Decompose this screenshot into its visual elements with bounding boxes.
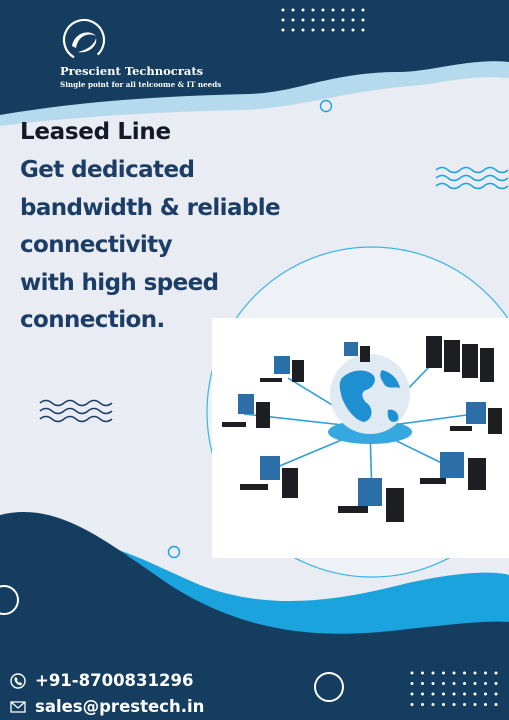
decor-dot (494, 692, 498, 696)
decor-dot (331, 8, 335, 12)
decor-dot (431, 703, 435, 706)
decor-dot (311, 18, 315, 22)
decor-dot (484, 692, 487, 696)
decor-dot (442, 671, 445, 675)
decor-dot (463, 671, 466, 675)
envelope-icon (10, 699, 26, 715)
top-navy-band (0, 0, 509, 115)
body-text: Get dedicated bandwidth & reliable conne… (20, 152, 281, 340)
decor-dot (484, 682, 487, 685)
decor-dot (431, 671, 435, 675)
email-address: sales@prestech.in (35, 697, 205, 716)
decor-dot (281, 28, 285, 32)
body-line: connectivity (20, 232, 173, 258)
decor-dot (484, 671, 487, 675)
decor-dot (321, 18, 325, 22)
decor-dot (351, 8, 355, 12)
decor-dot (431, 682, 435, 685)
decor-dot (410, 671, 414, 675)
small-circle-top (319, 99, 333, 113)
bottom-navy-band (0, 512, 509, 720)
dot-grid-bottom (410, 671, 498, 706)
decor-dot (410, 692, 414, 696)
decor-dot (321, 8, 325, 12)
decor-dot (463, 692, 466, 696)
decor-dot (494, 682, 498, 685)
network-illustration (212, 318, 509, 558)
decor-dot (463, 682, 466, 685)
decor-dot (463, 703, 466, 706)
decor-dot (452, 703, 456, 706)
decor-dot (473, 703, 477, 706)
wave-pattern-left (39, 399, 113, 423)
dot-grid-top (281, 8, 365, 32)
decor-dot (452, 682, 456, 685)
small-circle-mid (167, 545, 181, 559)
decor-dot (351, 18, 355, 22)
body-line: with high speed (20, 269, 219, 296)
decor-dot (494, 671, 498, 675)
decor-dot (341, 8, 345, 12)
decor-dot (331, 28, 335, 32)
body-line: connection. (20, 307, 165, 333)
decor-dot (421, 682, 424, 685)
decor-dot (361, 8, 365, 12)
decor-dot (351, 28, 355, 32)
company-logo (58, 16, 110, 68)
decor-dot (361, 18, 365, 22)
decor-dot (473, 692, 477, 696)
decor-dot (361, 28, 365, 32)
headline: Leased Line (20, 119, 171, 145)
decor-dot (341, 18, 345, 22)
decor-dot (452, 692, 456, 696)
workstation (222, 342, 502, 522)
decor-dot (473, 671, 477, 675)
decor-dot (442, 682, 445, 685)
company-name: Prescient Technocrats (60, 64, 204, 78)
circle-bottom (314, 672, 344, 702)
decor-dot (281, 8, 285, 12)
decor-dot (431, 692, 435, 696)
body-line: bandwidth & reliable (20, 194, 281, 221)
top-light-swoop (0, 61, 509, 126)
decor-dot (442, 692, 445, 696)
decor-dot (301, 8, 305, 12)
half-circle-left (0, 585, 19, 615)
body-line: Get dedicated (20, 157, 195, 183)
decor-dot (291, 28, 295, 32)
phone-icon (10, 672, 26, 689)
decor-dot (301, 28, 305, 32)
decor-dot (421, 703, 424, 706)
decor-dot (321, 28, 325, 32)
decor-dot (301, 18, 305, 22)
decor-dot (281, 18, 285, 22)
decor-dot (473, 682, 477, 685)
decor-dot (421, 692, 424, 696)
decor-dot (331, 18, 335, 22)
decor-dot (311, 8, 315, 12)
decor-dot (341, 28, 345, 32)
phone-number: +91-8700831296 (35, 671, 194, 690)
email-contact[interactable]: sales@prestech.in (10, 697, 204, 716)
decor-dot (421, 671, 424, 675)
decor-dot (442, 703, 445, 706)
decor-dot (410, 682, 414, 685)
decor-dot (311, 28, 315, 32)
decor-dot (452, 671, 456, 675)
phone-contact[interactable]: +91-8700831296 (10, 671, 193, 690)
decor-dot (484, 703, 487, 706)
decor-dot (291, 8, 295, 12)
decor-dot (291, 18, 295, 22)
decor-dot (410, 703, 414, 706)
company-tagline: Single point for all telcoome & IT needs (60, 80, 222, 89)
decor-dot (494, 703, 498, 706)
wave-pattern-right (435, 166, 509, 190)
